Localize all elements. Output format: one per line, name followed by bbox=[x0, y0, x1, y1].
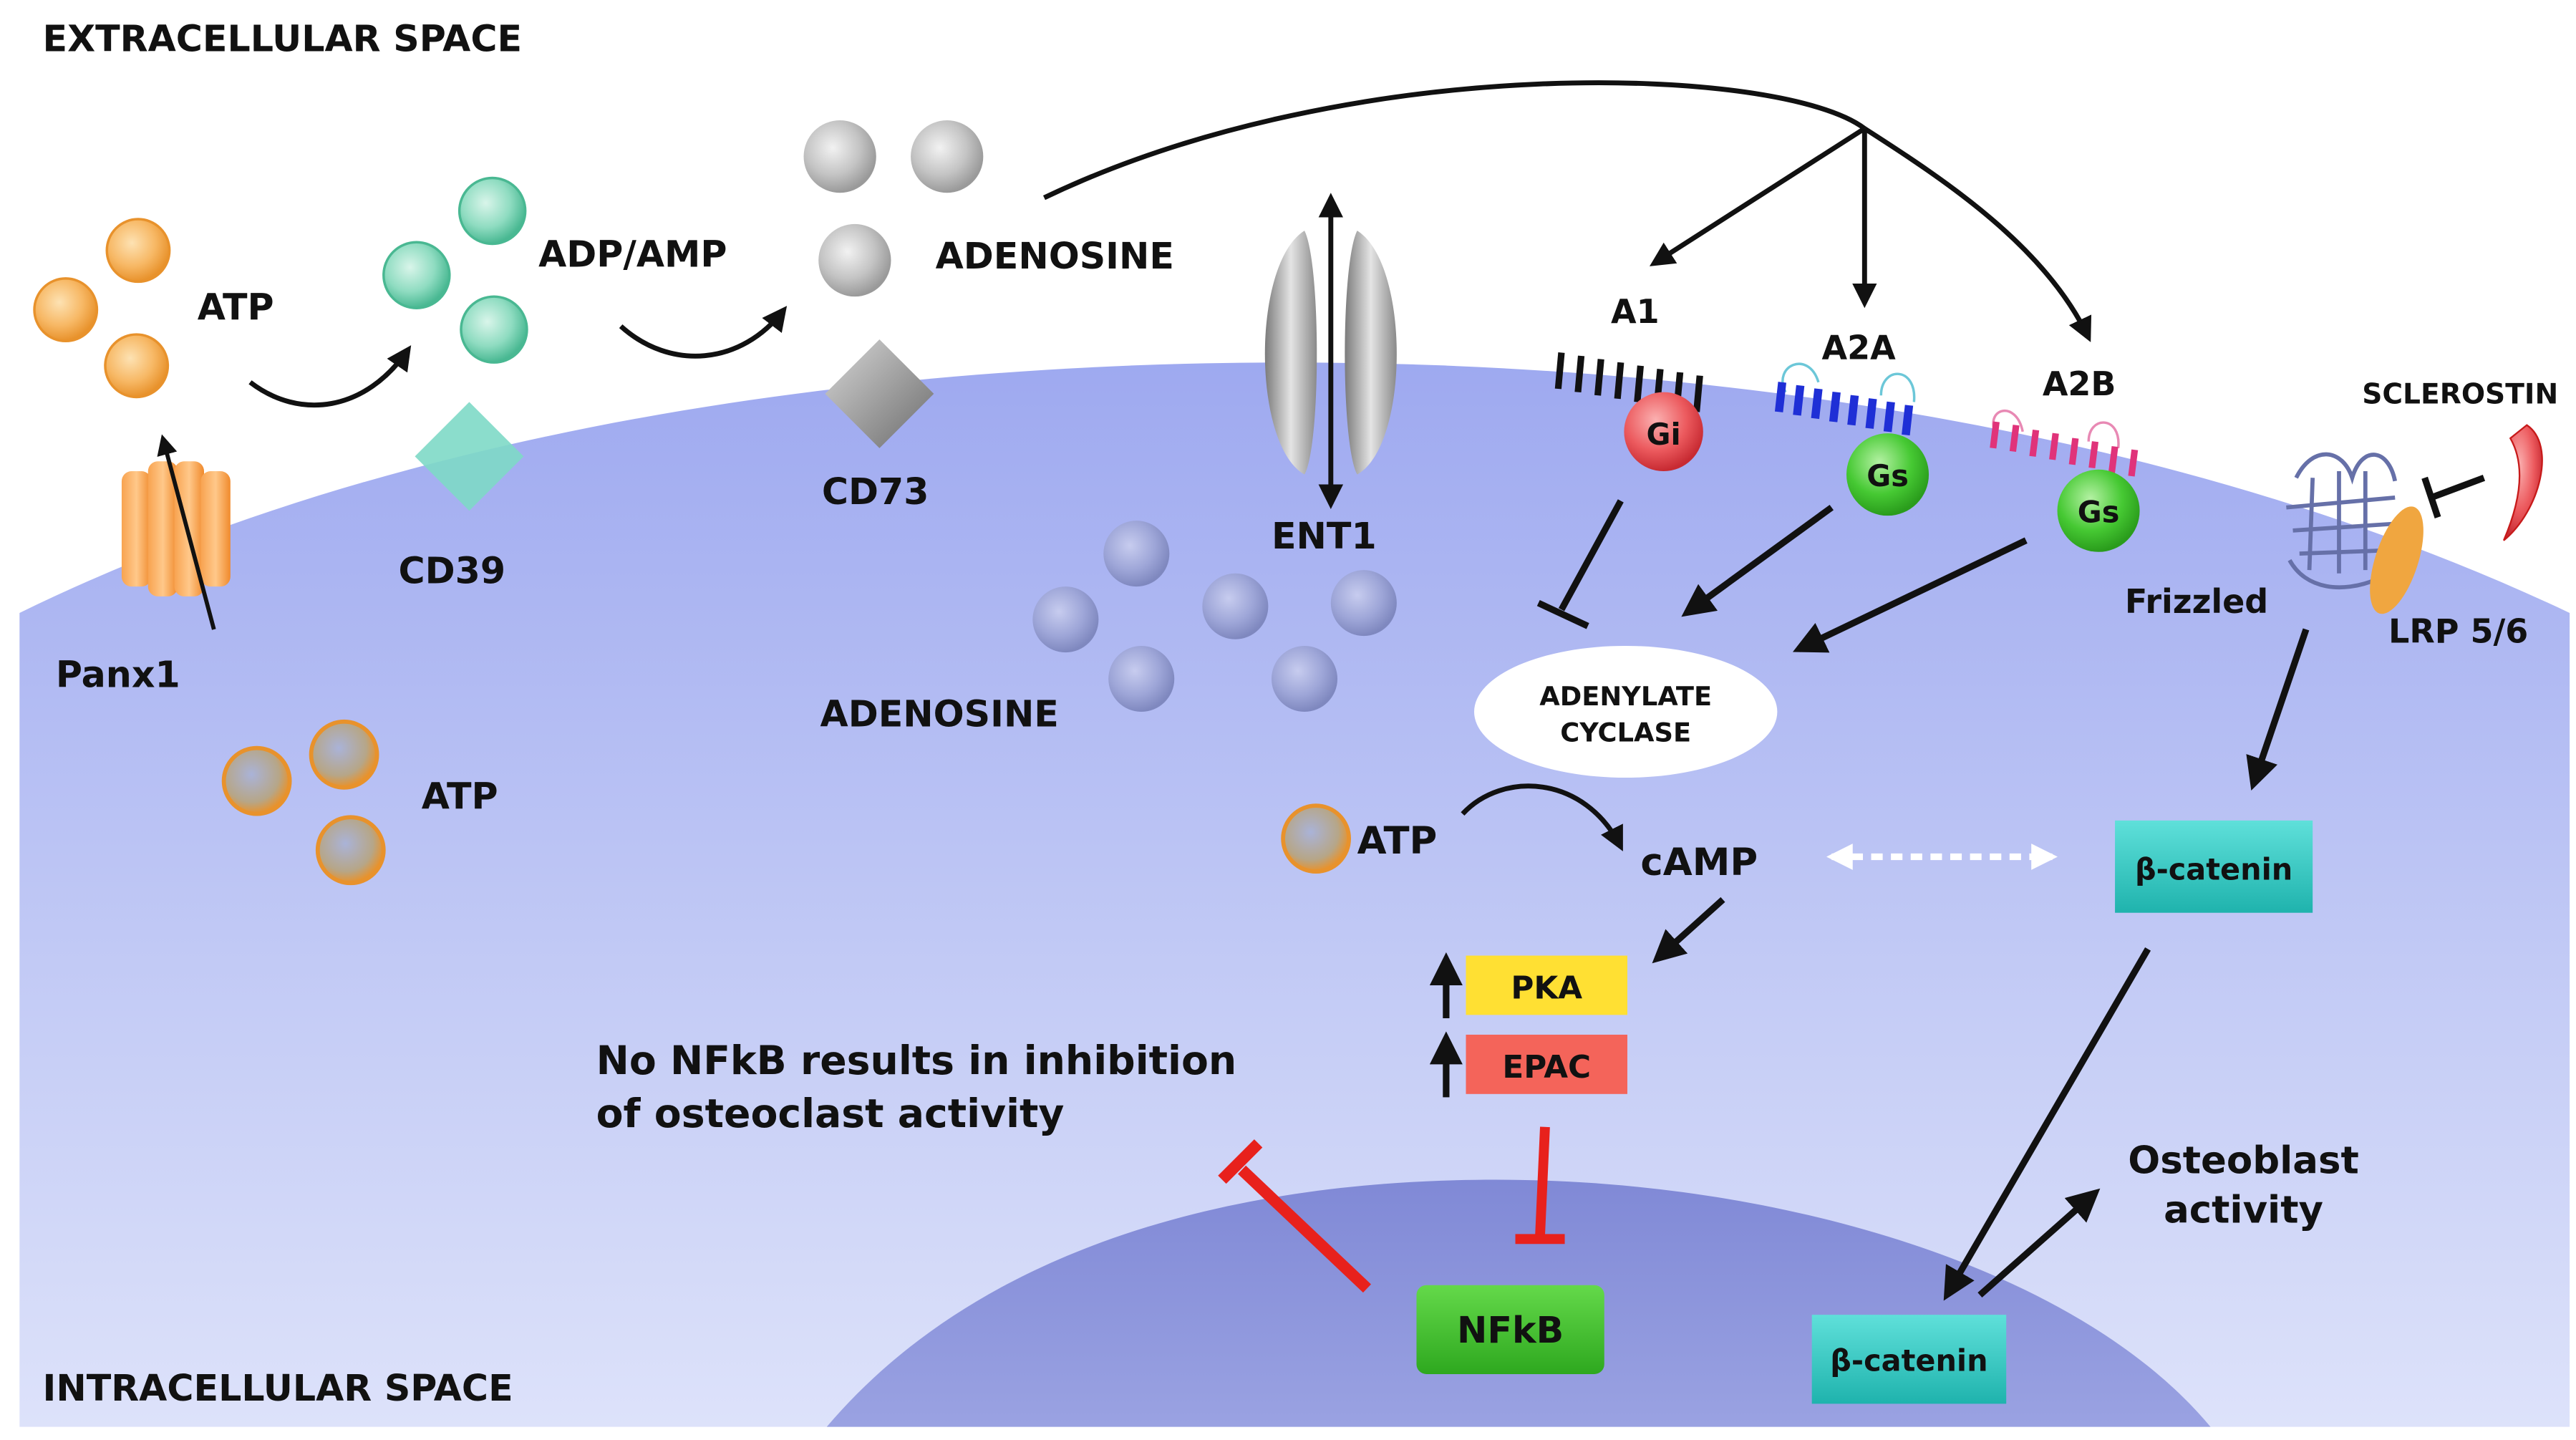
atp-label-cyclase: ATP bbox=[1357, 819, 1438, 863]
atp-molecules-intracellular bbox=[221, 719, 386, 886]
atp-to-adp-arrow bbox=[248, 345, 412, 408]
frizzled-receptor bbox=[2286, 452, 2398, 590]
beta-catenin-to-nucleus-arrow bbox=[1943, 947, 2151, 1301]
adenylate-cyclase-label-line1: ADENYLATE bbox=[1539, 681, 1712, 712]
lrp-label: LRP 5/6 bbox=[2388, 612, 2528, 650]
atp-molecule-cyclase bbox=[1281, 803, 1352, 874]
gs-protein-a2a-label: Gs bbox=[1866, 459, 1909, 493]
gi-inhibits-cyclase bbox=[1558, 499, 1624, 612]
gi-protein-label: Gi bbox=[1647, 417, 1681, 452]
lrp-receptor bbox=[2370, 506, 2424, 614]
atp-label-intracellular: ATP bbox=[422, 775, 498, 818]
osteoblast-activity-line2: activity bbox=[2164, 1188, 2323, 1232]
panx1-channel bbox=[121, 434, 231, 630]
adp-to-adenosine-arrow bbox=[619, 306, 788, 359]
extracellular-space-label: EXTRACELLULAR SPACE bbox=[43, 17, 523, 59]
pka-box bbox=[1466, 955, 1627, 1015]
arrow-to-a1 bbox=[1649, 126, 1866, 266]
adenosine-to-receptors-arc bbox=[1042, 80, 1866, 200]
nfkb-note-line2: of osteoclast activity bbox=[596, 1091, 1065, 1137]
beta-catenin-nucleus-label: β-catenin bbox=[1830, 1343, 1987, 1378]
nfkb-note-line1: No NFkB results in inhibition bbox=[596, 1038, 1237, 1084]
a1-receptor bbox=[1554, 352, 1703, 412]
a2a-receptor bbox=[1774, 362, 1916, 436]
atp-to-camp-arrow bbox=[1461, 783, 1623, 851]
a1-receptor-label: A1 bbox=[1611, 292, 1660, 331]
gs-protein-a2a bbox=[1846, 433, 1929, 516]
nfkb-inhibition-bar bbox=[1218, 1139, 1263, 1184]
cd73-label: CD73 bbox=[822, 470, 929, 513]
adenosine-label-intracellular: ADENOSINE bbox=[820, 693, 1059, 735]
osteoblast-activity-line1: Osteoblast bbox=[2128, 1139, 2358, 1182]
beta-catenin-to-osteoblast-arrow bbox=[1977, 1188, 2101, 1298]
atp-label-extracellular: ATP bbox=[198, 286, 274, 328]
arrow-to-a2b bbox=[1863, 126, 2092, 342]
nfkb-label: NFkB bbox=[1457, 1309, 1564, 1351]
sclerostin-inhibits-line bbox=[2430, 474, 2486, 501]
adenosine-molecules-intracellular bbox=[1032, 521, 1397, 712]
pka-label: PKA bbox=[1511, 970, 1582, 1006]
frizzled-label: Frizzled bbox=[2125, 582, 2268, 621]
beta-catenin-nucleus bbox=[1811, 1315, 2007, 1404]
gs-a2a-activates-cyclase bbox=[1681, 504, 1834, 617]
adenylate-cyclase-label-line2: CYCLASE bbox=[1560, 717, 1691, 748]
atp-molecules-extracellular bbox=[33, 218, 171, 399]
sclerostin-inhibits-bar bbox=[2421, 476, 2441, 518]
sclerostin-label: SCLEROSTIN bbox=[2362, 379, 2558, 411]
sclerostin-molecule bbox=[2503, 424, 2543, 541]
adenylate-cyclase bbox=[1474, 645, 1778, 778]
ent1-label: ENT1 bbox=[1272, 515, 1377, 557]
nfkb-box bbox=[1416, 1285, 1604, 1374]
a2a-receptor-label: A2A bbox=[1821, 329, 1896, 367]
gs-protein-a2b bbox=[2057, 469, 2140, 552]
gs-protein-a2b-label: Gs bbox=[2078, 495, 2120, 529]
epac-label: EPAC bbox=[1502, 1049, 1591, 1086]
cell-body bbox=[19, 362, 2570, 1427]
panx1-label: Panx1 bbox=[56, 653, 180, 695]
gi-protein bbox=[1624, 392, 1703, 472]
gi-inhibits-cyclase-bar bbox=[1536, 599, 1589, 629]
gs-a2b-activates-cyclase bbox=[1792, 537, 2028, 653]
intracellular-space-label: INTRACELLULAR SPACE bbox=[43, 1367, 513, 1409]
frizzled-to-beta-catenin-arrow bbox=[2246, 628, 2310, 791]
a2b-receptor-label: A2B bbox=[2043, 364, 2116, 403]
epac-box bbox=[1466, 1034, 1627, 1094]
beta-catenin-cytoplasm bbox=[2115, 820, 2313, 913]
camp-label: cAMP bbox=[1640, 841, 1758, 884]
cd73-enzyme bbox=[825, 339, 934, 448]
cd39-enzyme bbox=[415, 402, 524, 511]
ent1-transporter bbox=[1264, 193, 1397, 509]
beta-catenin-cytoplasm-label: β-catenin bbox=[2135, 853, 2292, 887]
nfkb-inhibition-line bbox=[1238, 1165, 1371, 1293]
a2b-receptor bbox=[1990, 410, 2139, 477]
cd39-label: CD39 bbox=[399, 550, 506, 592]
epac-inhibits-nfkb-line bbox=[1535, 1126, 1550, 1236]
camp-to-pka-arrow bbox=[1652, 897, 1725, 964]
adenosine-molecules-extracellular bbox=[803, 120, 984, 297]
adp-amp-label: ADP/AMP bbox=[538, 233, 727, 276]
adenosine-label-extracellular: ADENOSINE bbox=[936, 235, 1174, 277]
adp-amp-molecules bbox=[382, 176, 528, 364]
